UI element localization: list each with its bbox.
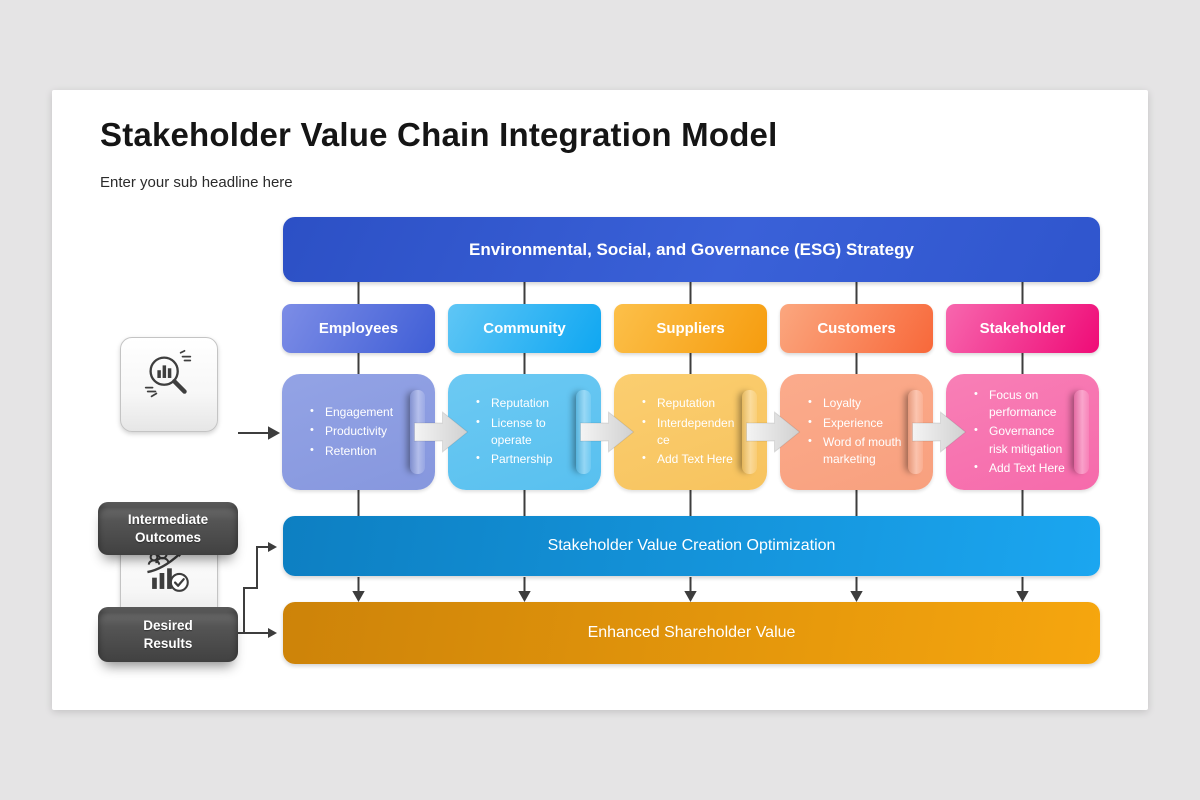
bullet-item: Add Text Here [972,460,1069,477]
bullet-item: Interdependence [640,415,737,450]
page-curl [742,390,757,474]
column-header-community: Community [448,304,601,353]
page-curl [576,390,591,474]
bullet-item: Loyalty [806,395,903,412]
intermediate-outcomes-arrow [238,426,281,440]
shareholder-value-label: Enhanced Shareholder Value [587,624,796,641]
bullet-item: Productivity [308,423,405,440]
esg-strategy-label: Environmental, Social, and Governance (E… [469,239,914,259]
side-label-line: Results [143,635,193,651]
column-header-label: Suppliers [656,320,725,337]
down-arrows [352,577,1029,603]
bullet-item: Reputation [474,395,571,412]
page-curl [908,390,923,474]
bullet-list: Engagement Productivity Retention [282,402,435,462]
optimization-bar: Stakeholder Value Creation Optimization [283,516,1100,576]
column-header-label: Employees [318,320,399,337]
detail-box-customers: Loyalty Experience Word of mouth marketi… [780,374,933,490]
side-label-line: Intermediate [127,511,209,527]
bullet-item: Engagement [308,404,405,421]
detail-box-employees: Engagement Productivity Retention [282,374,435,490]
intermediate-outcomes-card [120,337,218,432]
detail-box-community: Reputation License to operate Partnershi… [448,374,601,490]
bullet-list: Loyalty Experience Word of mouth marketi… [780,393,933,471]
detail-box-suppliers: Reputation Interdependence Add Text Here [614,374,767,490]
page-title: Stakeholder Value Chain Integration Mode… [100,116,778,153]
optimization-bar-label: Stakeholder Value Creation Optimization [547,537,836,554]
bullet-item: Reputation [640,395,737,412]
shareholder-value-bar: Enhanced Shareholder Value [283,602,1100,664]
bullet-list: Reputation License to operate Partnershi… [448,393,601,471]
bullet-list: Reputation Interdependence Add Text Here [614,393,767,471]
side-label-line: Outcomes [134,529,202,545]
side-label-line: Desired [143,617,193,633]
bullet-item: Retention [308,443,405,460]
team-growth-check-icon [147,548,189,592]
column-header-suppliers: Suppliers [614,304,767,353]
column-header-stakeholder: Stakeholder [946,304,1099,353]
bullet-item: Governance risk mitigation [972,423,1069,458]
column-header-label: Community [483,320,566,337]
bullet-item: Add Text Here [640,451,737,468]
bullet-item: Focus on performance [972,387,1069,422]
esg-strategy-banner: Environmental, Social, and Governance (E… [283,217,1100,282]
column-header-customers: Customers [780,304,933,353]
slide: Stakeholder Value Chain Integration Mode… [52,90,1148,710]
column-header-employees: Employees [282,304,435,353]
page-curl [1074,390,1089,474]
desired-results-pocket: Desired Results [98,607,238,662]
bullet-item: Partnership [474,451,571,468]
detail-box-stakeholder: Focus on performance Governance risk mit… [946,374,1099,490]
column-header-label: Stakeholder [979,320,1066,337]
column-header-label: Customers [817,320,896,337]
page-curl [410,390,425,474]
bar-chart-magnifier-icon [144,349,192,398]
intermediate-outcomes-pocket: Intermediate Outcomes [98,502,238,555]
desired-results-connectors [238,542,277,638]
bullet-item: License to operate [474,415,571,450]
bullet-list: Focus on performance Governance risk mit… [946,385,1099,480]
bullet-item: Experience [806,415,903,432]
page-subtitle: Enter your sub headline here [100,174,293,191]
bullet-item: Word of mouth marketing [806,434,903,469]
